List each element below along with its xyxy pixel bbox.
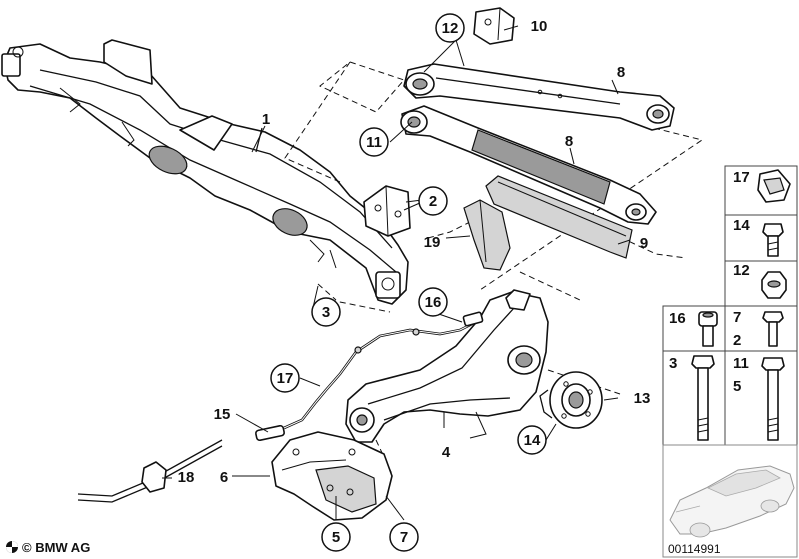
panel-label-5: 5 xyxy=(733,378,741,395)
copyright-text: © BMW AG xyxy=(22,540,90,555)
callout-number: 11 xyxy=(366,134,382,151)
callout-2: 2 xyxy=(418,186,448,216)
callout-3: 3 xyxy=(311,297,341,327)
bolt-hardware-icon xyxy=(762,223,784,257)
callout-number: 3 xyxy=(322,304,330,321)
lower-control-arm-part xyxy=(400,105,657,225)
callout-15: 15 xyxy=(214,406,231,423)
arm-cover-part xyxy=(485,175,633,259)
heat-shield-part xyxy=(271,431,393,521)
vehicle-locator-inset xyxy=(662,444,798,558)
speed-sensor-cable-part xyxy=(255,311,484,442)
callout-number: 17 xyxy=(277,370,294,387)
drawing-number: 00114991 xyxy=(668,542,721,556)
callout-number: 12 xyxy=(442,20,459,37)
panel-label-2: 2 xyxy=(733,332,741,349)
callout-1: 1 xyxy=(262,111,270,128)
callout-19: 19 xyxy=(424,234,441,251)
callout-16: 16 xyxy=(418,287,448,317)
bmw-logo-icon xyxy=(6,541,18,553)
small-bolt-hardware-icon xyxy=(762,311,784,347)
callout-14: 14 xyxy=(517,425,547,455)
callout-13: 13 xyxy=(634,390,651,407)
axle-carrier-part xyxy=(1,39,409,305)
trailing-arm-part xyxy=(345,289,549,443)
callout-9: 9 xyxy=(640,235,648,252)
nut-hardware-icon xyxy=(761,271,787,299)
mount-part xyxy=(473,7,515,45)
bracket-part xyxy=(363,185,423,237)
panel-cell-11-5 xyxy=(724,350,798,446)
hardware-panel: 17 14 12 16 7 2 3 11 5 xyxy=(662,165,798,446)
callout-8-upper: 8 xyxy=(617,64,625,81)
callout-18: 18 xyxy=(178,469,195,486)
callout-8-lower: 8 xyxy=(565,133,573,150)
panel-label-11: 11 xyxy=(733,355,749,372)
long-bolt-3-hardware-icon xyxy=(691,355,715,441)
cover-plate-part xyxy=(463,199,511,271)
panel-label-3: 3 xyxy=(669,355,677,372)
panel-label-16: 16 xyxy=(669,310,686,327)
callout-number: 5 xyxy=(332,529,340,546)
long-bolt-11-hardware-icon xyxy=(761,357,785,441)
wheel-hub-part xyxy=(539,371,603,429)
car-silhouette-icon xyxy=(669,465,795,538)
socket-bolt-hardware-icon xyxy=(698,311,718,347)
cable-holder-part xyxy=(77,439,223,503)
callout-4: 4 xyxy=(442,444,451,461)
upper-control-arm-part xyxy=(403,63,675,131)
panel-label-12: 12 xyxy=(733,262,750,279)
panel-label-17: 17 xyxy=(733,169,750,186)
leader-lines xyxy=(162,25,631,521)
panel-cell-14 xyxy=(724,214,798,262)
clip-hardware-icon xyxy=(757,169,791,203)
callout-7: 7 xyxy=(389,522,419,552)
panel-label-14: 14 xyxy=(733,217,750,234)
panel-label-7: 7 xyxy=(733,309,741,326)
callout-number: 14 xyxy=(524,432,541,449)
callout-6: 6 xyxy=(220,469,228,486)
callout-number: 2 xyxy=(429,193,437,210)
callout-number: 7 xyxy=(400,529,408,546)
callout-5: 5 xyxy=(321,522,351,552)
callout-12: 12 xyxy=(435,13,465,43)
callout-number: 16 xyxy=(425,294,442,311)
panel-cell-7-2 xyxy=(724,305,798,352)
callout-10: 10 xyxy=(531,18,548,35)
callout-11: 11 xyxy=(359,127,389,157)
callout-17: 17 xyxy=(270,363,300,393)
